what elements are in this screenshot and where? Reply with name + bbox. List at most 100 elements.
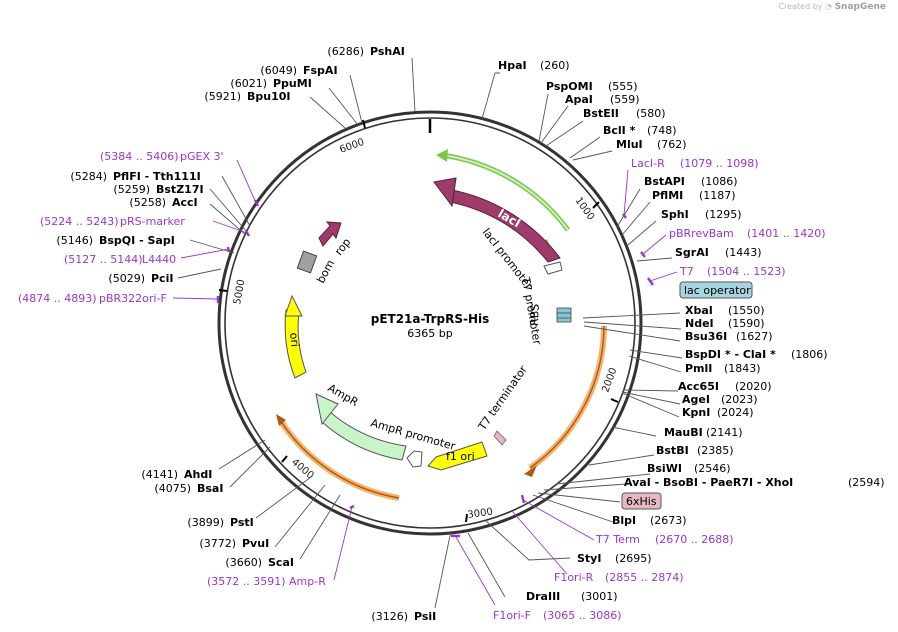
svg-text:ScaI: ScaI — [268, 556, 294, 569]
lacI-arrowhead — [433, 177, 457, 208]
svg-text:LacI-R: LacI-R — [631, 157, 665, 170]
svg-text:(3126): (3126) — [371, 610, 408, 623]
svg-text:AccI: AccI — [172, 196, 198, 209]
credit-prefix: Created by — [778, 2, 823, 11]
svg-text:(555): (555) — [608, 80, 638, 93]
leader-lines-right — [467, 72, 683, 598]
site-bstbi: BstBI (2385) — [656, 444, 734, 457]
svg-text:PflMI: PflMI — [652, 189, 683, 202]
site-ppumi: (6021) PpuMI — [230, 77, 311, 90]
svg-text:3000: 3000 — [467, 507, 494, 521]
svg-text:(1590): (1590) — [728, 317, 765, 330]
snapgene-credit: Created by ◔ SnapGene — [778, 2, 886, 12]
svg-text:(2023): (2023) — [721, 393, 758, 406]
svg-text:Acc65I: Acc65I — [678, 380, 719, 393]
primer-pgex-3: (5384 .. 5406)pGEX 3' — [100, 150, 224, 163]
svg-text:(2594): (2594) — [848, 476, 885, 489]
sites-right: HpaI(260) PspOMI(555) ApaI(559) BstEII(5… — [498, 59, 885, 603]
svg-text:T7: T7 — [679, 265, 694, 278]
site-bspqi-sapi: (5146)BspQI - SapI — [56, 234, 174, 247]
bom-marker — [296, 250, 318, 274]
svg-text:NdeI: NdeI — [685, 317, 714, 330]
site-sgrai: SgrAI(1443) — [675, 246, 762, 259]
svg-text:pBRrevBam: pBRrevBam — [669, 227, 734, 240]
tick-2000: 2000 — [600, 366, 620, 403]
primer-labels: LacI-R (1079 .. 1098) pBRrevBam (1401 .. 1… — [18, 150, 826, 622]
ampR-orange-arrowhead — [276, 414, 286, 426]
svg-text:(5284): (5284) — [70, 170, 107, 183]
rop-label: rop — [332, 236, 353, 258]
svg-text:(1401 .. 1420): (1401 .. 1420) — [747, 227, 826, 240]
svg-text:(1806): (1806) — [791, 348, 828, 361]
svg-text:(3001): (3001) — [581, 590, 618, 603]
svg-text:(5259): (5259) — [113, 183, 150, 196]
insert-orange-arrowhead — [524, 465, 537, 477]
svg-text:PpuMI: PpuMI — [273, 77, 312, 90]
svg-text:(2020): (2020) — [735, 380, 772, 393]
svg-text:(3899): (3899) — [187, 516, 224, 529]
primer-pbr322ori-f: (4874 .. 4893)pBR322ori-F — [18, 292, 167, 305]
svg-text:(1079 .. 1098): (1079 .. 1098) — [680, 157, 759, 170]
svg-text:(1550): (1550) — [728, 304, 765, 317]
svg-text:BstBI: BstBI — [656, 444, 689, 457]
tick-3000: 3000 — [465, 507, 494, 523]
svg-text:BclI *: BclI * — [603, 124, 636, 137]
svg-text:(3772): (3772) — [199, 537, 236, 550]
site-pshai: (6286)PshAI — [327, 45, 404, 58]
svg-text:5000: 5000 — [232, 279, 247, 306]
credit-brand: SnapGene — [834, 2, 886, 12]
svg-text:(2855 .. 2874): (2855 .. 2874) — [605, 571, 684, 584]
site-acc65i: Acc65I (2020) — [678, 380, 772, 393]
site-pflfi-tth111i: (5284)PflFI - Tth111I — [70, 170, 200, 183]
site-draiii: DraIII(3001) — [526, 590, 618, 603]
bom-label: bom — [314, 258, 337, 286]
site-bcli: BclI *(748) — [603, 124, 677, 137]
svg-text:(1504 .. 1523): (1504 .. 1523) — [707, 265, 786, 278]
svg-text:(5921): (5921) — [204, 90, 241, 103]
svg-text:(2024): (2024) — [717, 406, 754, 419]
svg-text:MluI: MluI — [616, 138, 643, 151]
svg-text:(2385): (2385) — [697, 444, 734, 457]
rbs-label: RBS — [528, 304, 542, 326]
primer-prs-marker: (5224 .. 5243)pRS-marker — [40, 215, 185, 228]
tick-5000: 5000 — [218, 279, 247, 306]
plasmid-size: 6365 bp — [407, 327, 452, 340]
svg-text:(4874 .. 4893): (4874 .. 4893) — [18, 292, 97, 305]
svg-text:(2141): (2141) — [706, 426, 743, 439]
svg-text:(6049): (6049) — [260, 64, 297, 77]
rop-arrow — [318, 221, 342, 247]
svg-text:AhdI: AhdI — [184, 468, 212, 481]
svg-text:(3660): (3660) — [225, 556, 262, 569]
primer-leader-lines — [172, 159, 678, 606]
site-blpi: BlpI(2673) — [612, 514, 687, 527]
svg-text:pGEX 3': pGEX 3' — [180, 150, 224, 163]
svg-text:2000: 2000 — [600, 366, 619, 394]
site-bpu10i: (5921)Bpu10I — [204, 90, 290, 103]
t7-terminator-marker — [493, 430, 507, 446]
svg-text:(4075): (4075) — [154, 482, 191, 495]
svg-text:pBR322ori-F: pBR322ori-F — [99, 292, 167, 305]
svg-text:(5029): (5029) — [108, 272, 145, 285]
svg-text:SphI: SphI — [661, 208, 689, 221]
svg-text:FspAI: FspAI — [303, 64, 338, 77]
svg-text:BstZ17I: BstZ17I — [156, 183, 204, 196]
svg-text:pRS-marker: pRS-marker — [120, 215, 185, 228]
site-bsu36i: Bsu36I(1627) — [685, 330, 773, 343]
backbone — [217, 110, 643, 536]
t7-terminator-label: T7 terminator — [475, 363, 530, 434]
svg-text:ApaI: ApaI — [565, 93, 593, 106]
lacI-promoter-arrow — [543, 261, 563, 275]
site-scai: (3660) ScaI — [225, 556, 294, 569]
svg-text:Bsu36I: Bsu36I — [685, 330, 727, 343]
svg-text:6000: 6000 — [338, 137, 366, 156]
svg-text:(6286): (6286) — [327, 45, 364, 58]
svg-text:BspDI * - ClaI *: BspDI * - ClaI * — [685, 348, 776, 361]
svg-text:(1187): (1187) — [699, 189, 736, 202]
site-bstz17i: (5259) BstZ17I — [113, 183, 203, 196]
tick-1000: 1000 — [573, 195, 600, 223]
site-acci: (5258)AccI — [129, 196, 197, 209]
svg-text:F1ori-R: F1ori-R — [554, 571, 594, 584]
svg-text:(6021): (6021) — [230, 77, 267, 90]
svg-text:KpnI: KpnI — [682, 406, 710, 419]
site-psii: (3126)PsiI — [371, 610, 436, 623]
